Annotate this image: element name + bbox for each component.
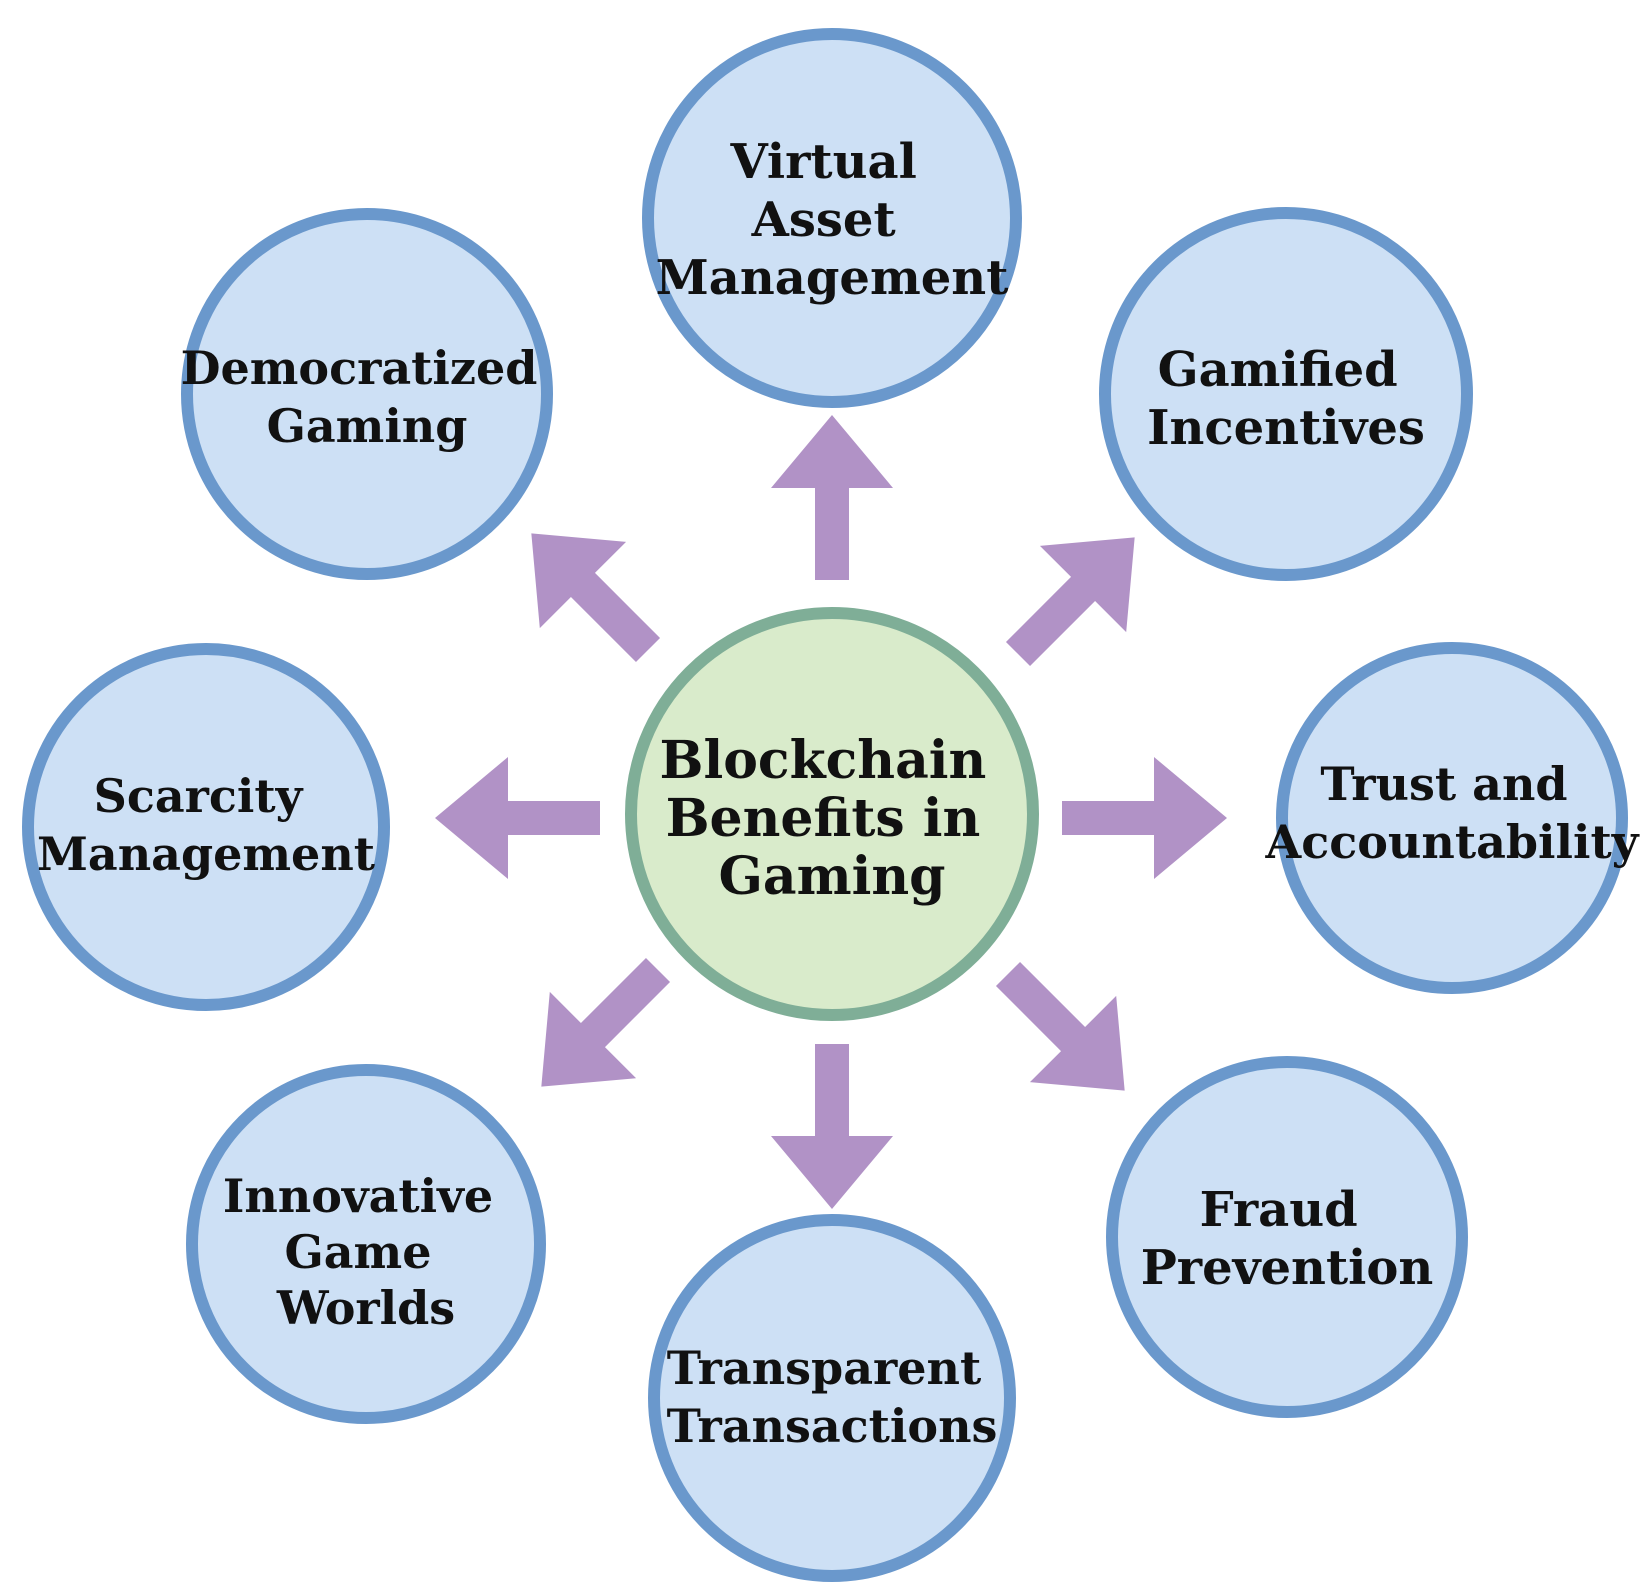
node-label-line: Trust and bbox=[1320, 757, 1567, 811]
node-label-line: Asset bbox=[751, 192, 896, 248]
arrow-to-innovative-game-worlds bbox=[541, 957, 671, 1087]
node-label-line: Management bbox=[656, 250, 1009, 306]
node-label-line: Worlds bbox=[276, 1281, 455, 1335]
arrow-to-scarcity-management bbox=[435, 757, 600, 879]
arrow-to-fraud-prevention bbox=[995, 961, 1125, 1091]
svg-text:Innovative Game Wo: Innovative Game Worlds bbox=[223, 1169, 509, 1335]
node-label-line: Transactions bbox=[667, 1399, 998, 1453]
node-label-line: Fraud bbox=[1200, 1182, 1358, 1238]
node-circle bbox=[1276, 642, 1628, 994]
svg-text:Gamified Incentives: Gamified Incentives bbox=[1147, 342, 1425, 456]
node-label-line: Accountability bbox=[1265, 815, 1640, 869]
svg-text:Transparent Transactions: Transparent Transactions bbox=[667, 1341, 998, 1453]
node-label-line: Game bbox=[284, 1225, 431, 1279]
svg-text:Scarcity Management: Scarcity Management bbox=[37, 769, 376, 881]
node-circle bbox=[22, 643, 390, 1011]
svg-text:Blockchain Benefits in: Blockchain Benefits in Gaming bbox=[660, 730, 1005, 907]
node-label-line: Virtual bbox=[729, 134, 916, 190]
node-label-line: Democratized bbox=[181, 341, 538, 395]
node-virtual-asset-management: Virtual Asset Management bbox=[642, 28, 1022, 408]
svg-text:Trust and Accountability: Trust and Accountability bbox=[1265, 757, 1640, 869]
arrow-to-gamified-incentives bbox=[1005, 537, 1135, 667]
node-trust-and-accountability: Trust and Accountability bbox=[1265, 642, 1640, 994]
center-node: Blockchain Benefits in Gaming bbox=[625, 607, 1039, 1021]
node-innovative-game-worlds: Innovative Game Worlds bbox=[186, 1064, 546, 1424]
node-democratized-gaming: Democratized Gaming bbox=[181, 208, 554, 580]
node-label-line: Prevention bbox=[1141, 1240, 1434, 1296]
center-label-line-1: Blockchain bbox=[660, 730, 987, 791]
node-label-line: Transparent bbox=[667, 1341, 982, 1395]
node-circle bbox=[648, 1214, 1016, 1582]
node-gamified-incentives: Gamified Incentives bbox=[1099, 207, 1473, 581]
node-circle bbox=[186, 1064, 546, 1424]
node-fraud-prevention: Fraud Prevention bbox=[1106, 1056, 1468, 1418]
svg-text:Fraud Prevention: Fraud Prevention bbox=[1141, 1182, 1434, 1296]
node-circle bbox=[1099, 207, 1473, 581]
arrow-to-democratized-gaming bbox=[531, 533, 661, 663]
node-label-line: Gaming bbox=[267, 399, 468, 453]
arrow-to-virtual-asset-management bbox=[771, 415, 893, 580]
node-label-line: Innovative bbox=[223, 1169, 493, 1223]
node-label-line: Gamified bbox=[1158, 342, 1398, 398]
node-label-line: Incentives bbox=[1147, 400, 1425, 456]
node-scarcity-management: Scarcity Management bbox=[22, 643, 390, 1011]
node-label-line: Scarcity bbox=[94, 769, 304, 823]
node-circle bbox=[642, 28, 1022, 408]
arrow-to-transparent-transactions bbox=[771, 1044, 893, 1209]
node-circle bbox=[1106, 1056, 1468, 1418]
center-label-line-2: Benefits in bbox=[666, 788, 981, 849]
node-circle bbox=[181, 208, 553, 580]
node-label-line: Management bbox=[37, 827, 376, 881]
svg-text:Democratized Gaming: Democratized Gaming bbox=[181, 341, 554, 453]
arrow-to-trust-and-accountability bbox=[1062, 757, 1227, 879]
center-circle bbox=[625, 607, 1039, 1021]
svg-text:Virtual Asset Mana: Virtual Asset Management bbox=[656, 134, 1009, 306]
node-transparent-transactions: Transparent Transactions bbox=[648, 1214, 1016, 1582]
center-label-line-3: Gaming bbox=[718, 846, 945, 907]
